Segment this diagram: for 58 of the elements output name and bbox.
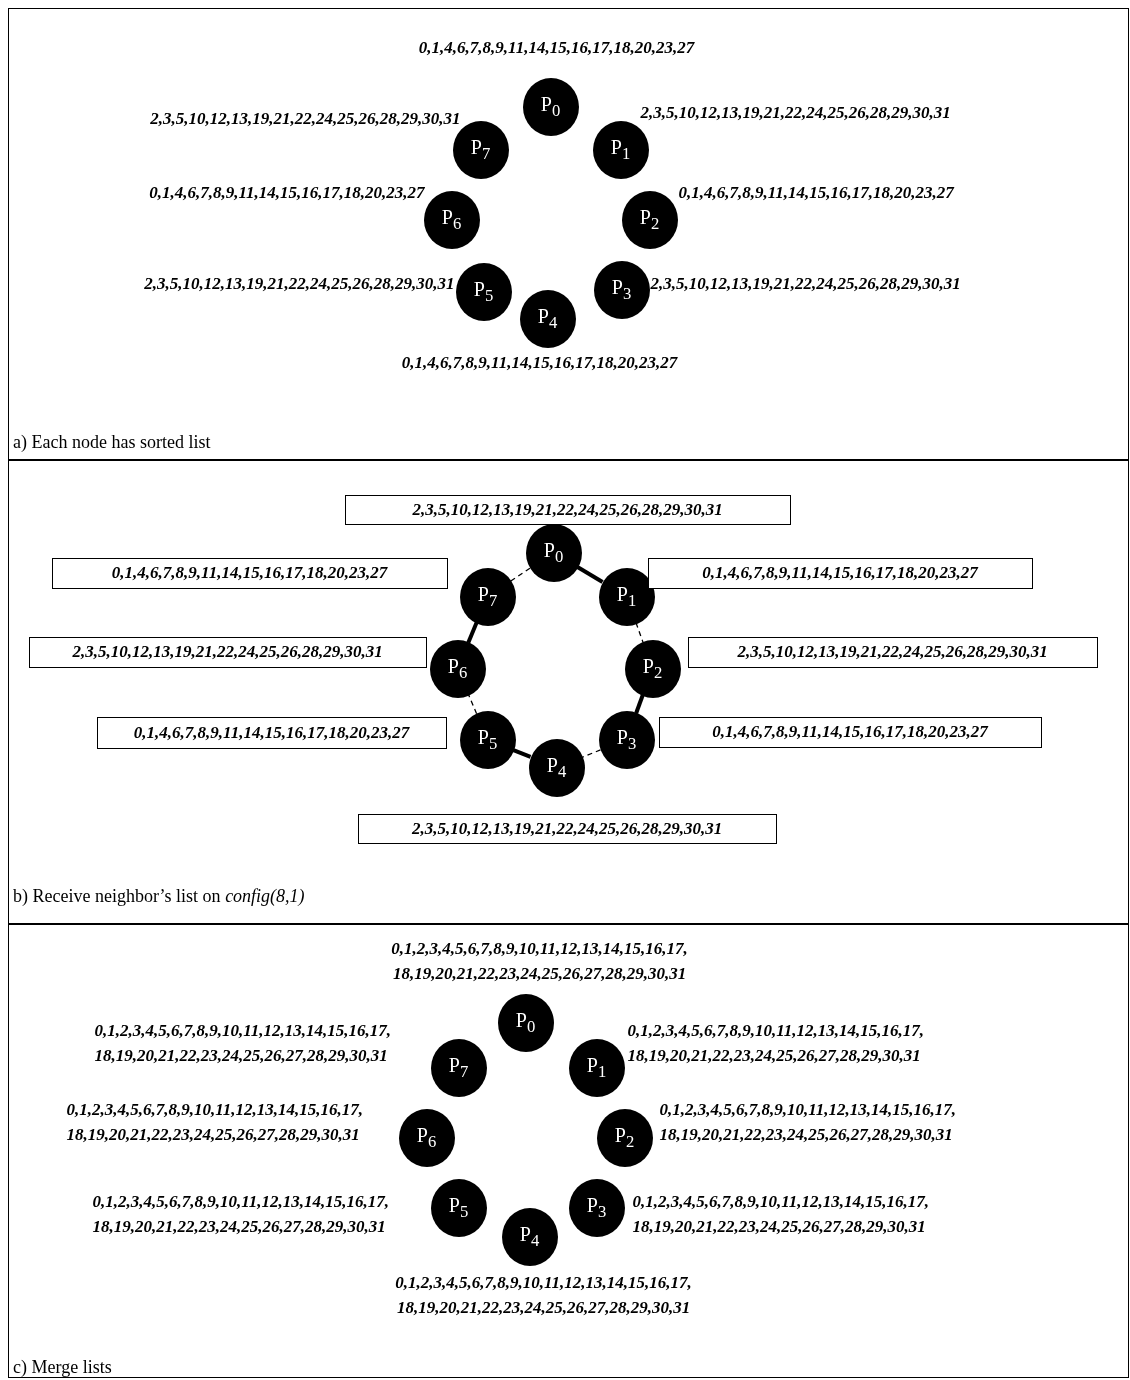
panel-caption: c) Merge lists	[13, 1356, 112, 1378]
number-list: 0,1,4,6,7,8,9,11,14,15,16,17,18,20,23,27	[149, 179, 425, 204]
node-circle: P$_{3}$	[598, 710, 655, 769]
number-list: 0,1,2,3,4,5,6,7,8,9,10,11,12,13,14,15,16,17, 18,19,20,21,22,23,24,25,26,27,28,29,30,31	[659, 1096, 993, 1147]
dashed-link	[635, 622, 644, 643]
number-list: 0,1,2,3,4,5,6,7,8,9,10,11,12,13,14,15,16,17, 18,19,20,21,22,23,24,25,26,27,28,29,30,31	[66, 1096, 400, 1147]
node-circle: P$_{4}$	[528, 738, 585, 797]
panel	[8, 8, 1129, 460]
node-circle: P$_{7}$	[430, 1038, 487, 1097]
list-box: 2,3,5,10,12,13,19,21,22,24,25,26,28,29,30,31	[344, 494, 791, 525]
node-circle: P$_{3}$	[593, 260, 650, 319]
node-circle: P$_{3}$	[568, 1178, 625, 1237]
dashed-link	[510, 567, 531, 582]
list-box: 0,1,4,6,7,8,9,11,14,15,16,17,18,20,23,27	[647, 557, 1033, 589]
list-box: 0,1,4,6,7,8,9,11,14,15,16,17,18,20,23,27	[51, 557, 448, 589]
node-circle: P$_{0}$	[522, 77, 579, 136]
link-line	[576, 565, 604, 584]
link-line	[512, 748, 532, 759]
node-circle: P$_{1}$	[592, 120, 649, 179]
number-list: 0,1,4,6,7,8,9,11,14,15,16,17,18,20,23,27	[678, 179, 954, 204]
node-circle: P$_{1}$	[598, 567, 655, 626]
node-circle: P$_{4}$	[519, 289, 576, 348]
node-circle: P$_{2}$	[596, 1108, 653, 1167]
node-circle: P$_{0}$	[497, 993, 554, 1052]
panel	[8, 924, 1129, 1378]
number-list: 0,1,2,3,4,5,6,7,8,9,10,11,12,13,14,15,16,17, 18,19,20,21,22,23,24,25,26,27,28,29,30,31	[373, 935, 706, 986]
node-circle: P$_{2}$	[624, 639, 681, 698]
number-list: 0,1,4,6,7,8,9,11,14,15,16,17,18,20,23,27	[418, 34, 695, 59]
list-box: 0,1,4,6,7,8,9,11,14,15,16,17,18,20,23,27	[658, 716, 1042, 748]
node-circle: P$_{6}$	[423, 190, 480, 249]
node-circle: P$_{1}$	[568, 1038, 625, 1097]
number-list: 0,1,2,3,4,5,6,7,8,9,10,11,12,13,14,15,16,17, 18,19,20,21,22,23,24,25,26,27,28,29,30,31	[94, 1017, 428, 1068]
link-line	[634, 694, 645, 714]
number-list: 2,3,5,10,12,13,19,21,22,24,25,26,28,29,30,31	[144, 270, 455, 295]
list-box: 2,3,5,10,12,13,19,21,22,24,25,26,28,29,30,31	[357, 813, 777, 844]
number-list: 0,1,2,3,4,5,6,7,8,9,10,11,12,13,14,15,16,17, 18,19,20,21,22,23,24,25,26,27,28,29,30,31	[377, 1269, 710, 1320]
node-circle: P$_{7}$	[459, 567, 516, 626]
node-circle: P$_{5}$	[459, 710, 516, 769]
panel-caption: b) Receive neighbor’s list on config(8,1)	[13, 885, 305, 907]
link-line	[466, 621, 479, 644]
number-list: 2,3,5,10,12,13,19,21,22,24,25,26,28,29,30,31	[650, 270, 961, 295]
node-circle: P$_{4}$	[501, 1207, 558, 1266]
number-list: 0,1,2,3,4,5,6,7,8,9,10,11,12,13,14,15,16,17, 18,19,20,21,22,23,24,25,26,27,28,29,30,31	[632, 1188, 966, 1239]
panel-caption: a) Each node has sorted list	[13, 431, 211, 453]
node-circle: P$_{5}$	[455, 262, 512, 321]
panel	[8, 460, 1129, 924]
list-box: 2,3,5,10,12,13,19,21,22,24,25,26,28,29,30,31	[28, 636, 427, 668]
number-list: 0,1,2,3,4,5,6,7,8,9,10,11,12,13,14,15,16,17, 18,19,20,21,22,23,24,25,26,27,28,29,30,31	[627, 1017, 961, 1068]
node-circle: P$_{2}$	[621, 190, 678, 249]
dashed-link	[467, 693, 478, 715]
node-circle: P$_{6}$	[429, 639, 486, 698]
number-list: 0,1,4,6,7,8,9,11,14,15,16,17,18,20,23,27	[401, 349, 678, 374]
list-box: 2,3,5,10,12,13,19,21,22,24,25,26,28,29,30,31	[687, 636, 1098, 668]
number-list: 0,1,2,3,4,5,6,7,8,9,10,11,12,13,14,15,16,17, 18,19,20,21,22,23,24,25,26,27,28,29,30,31	[92, 1188, 426, 1239]
node-circle: P$_{5}$	[430, 1178, 487, 1237]
node-circle: P$_{0}$	[525, 523, 582, 582]
node-circle: P$_{6}$	[398, 1108, 455, 1167]
list-box: 0,1,4,6,7,8,9,11,14,15,16,17,18,20,23,27	[96, 716, 447, 749]
